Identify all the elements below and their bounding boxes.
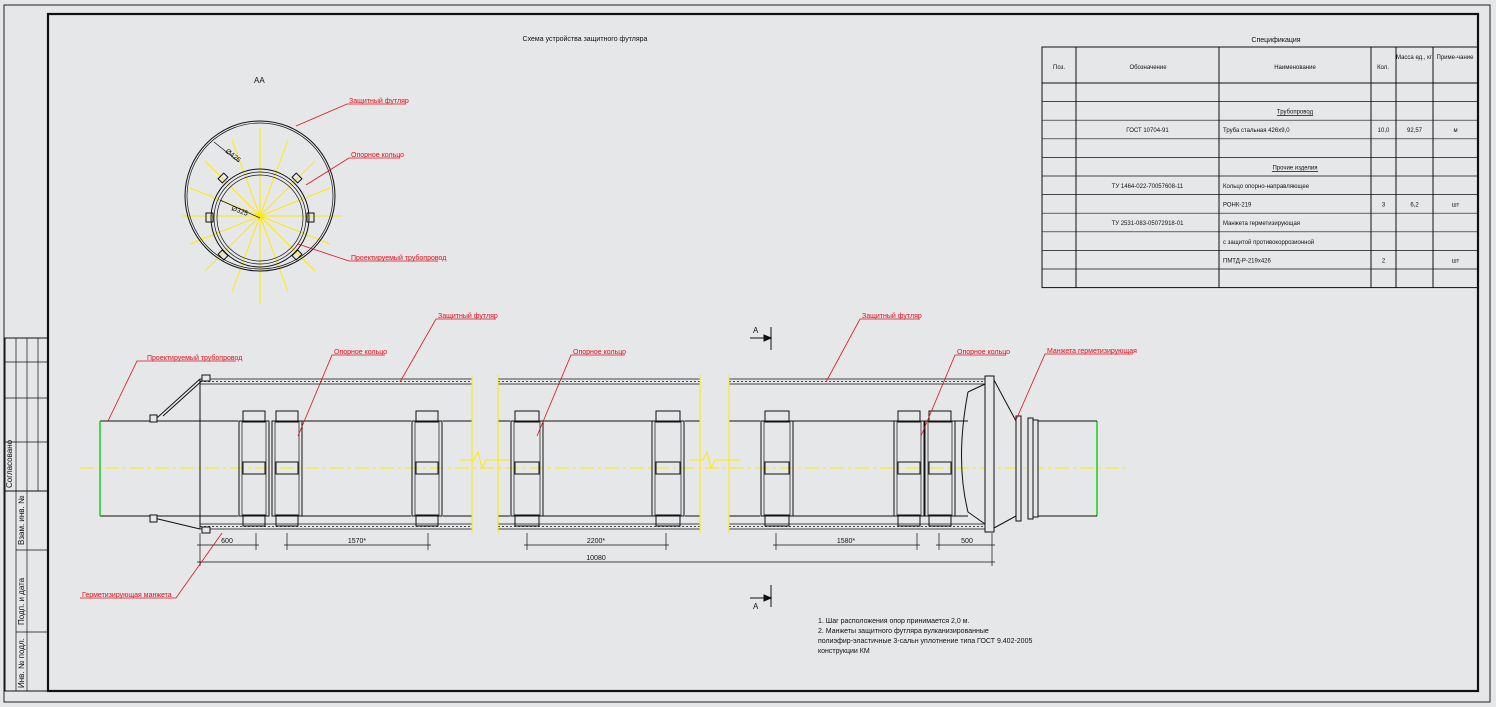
dim-outer-diameter: Ø426 bbox=[224, 148, 242, 164]
spec-row: ТУ 1464-022-70057608-11 Кольцо опорно-нап… bbox=[1112, 184, 1310, 190]
spec-cell: Труба стальная 426х9,0 bbox=[1223, 128, 1290, 134]
stamp-label-signature: Подп. и дата bbox=[17, 577, 26, 625]
section-label: АА bbox=[254, 76, 265, 85]
spec-cell: 3 bbox=[1382, 203, 1386, 209]
spec-cell: Трубопровод bbox=[1277, 110, 1314, 116]
callout-casing-2: Защитный футляр bbox=[862, 312, 922, 320]
spec-cell: 92,57 bbox=[1407, 128, 1423, 134]
spec-cell: Кольцо опорно-направляющее bbox=[1223, 184, 1310, 190]
callout-ring-3: Опорное кольцо bbox=[957, 349, 1010, 356]
spec-cell: ГОСТ 10704-91 bbox=[1126, 128, 1169, 134]
support-ring bbox=[510, 410, 544, 527]
spec-header-mass: Масса ед., кг bbox=[1396, 55, 1432, 61]
spec-header-name: Наименование bbox=[1274, 65, 1316, 71]
callout-section-casing: Защитный футляр bbox=[349, 97, 409, 105]
left-cuff bbox=[149, 374, 211, 534]
spec-row: ГОСТ 10704-91 Труба стальная 426х9,0 10,0 9… bbox=[1126, 128, 1457, 134]
spec-cell: ТУ 2531-083-05072918-01 bbox=[1112, 221, 1185, 227]
spec-cell: м bbox=[1453, 128, 1457, 134]
casing-inner-circle bbox=[186, 122, 334, 270]
spec-cell: шт bbox=[1452, 258, 1460, 264]
note-4: конструкции КМ bbox=[818, 648, 870, 655]
spec-header-designation: Обозначение bbox=[1129, 65, 1167, 71]
spec-row: Трубопровод bbox=[1276, 110, 1314, 116]
left-stamp: Согласовано Взам. инв. № Подп. и дата Ин… bbox=[4, 337, 49, 692]
dim-1570: 1570* bbox=[348, 538, 367, 545]
notes: 1. Шаг расположения опор принимается 2,0… bbox=[818, 618, 1032, 655]
spec-row: Прочие изделия bbox=[1271, 165, 1319, 172]
longitudinal-view: А А 600 1570* 2200 bbox=[80, 312, 1137, 611]
spec-cell: шт bbox=[1452, 203, 1460, 209]
note-1: 1. Шаг расположения опор принимается 2,0… bbox=[818, 618, 969, 625]
callout-section-pipeline: Проектируемый трубопровод bbox=[351, 254, 446, 262]
spec-header-pos: Поз. bbox=[1053, 65, 1065, 71]
spec-header-note: Приме-чание bbox=[1437, 55, 1474, 61]
stamp-label-replaced: Взам. инв. № bbox=[17, 495, 26, 545]
callout-pipeline: Проектируемый трубопровод bbox=[147, 354, 242, 362]
dim-500: 500 bbox=[961, 538, 973, 545]
spec-row: ПМТД-Р-219х426 2 шт bbox=[1223, 258, 1460, 264]
support-ring bbox=[651, 410, 685, 527]
support-ring bbox=[271, 410, 303, 527]
spec-cell: ТУ 1464-022-70057608-11 bbox=[1112, 184, 1184, 190]
spec-row: с защитой противокоррозионной bbox=[1223, 239, 1314, 246]
pipe-outer-circle bbox=[210, 168, 310, 268]
callout-section-ring: Опорное кольцо bbox=[351, 152, 404, 159]
dim-2200: 2200* bbox=[587, 538, 606, 545]
casing-segments bbox=[200, 378, 985, 530]
spec-row: РОНК-219 3 6,2 шт bbox=[1223, 203, 1460, 209]
spec-cell: 6,2 bbox=[1410, 203, 1419, 209]
spec-cell: с защитой противокоррозионной bbox=[1223, 239, 1314, 246]
section-mark-bottom: А bbox=[753, 602, 759, 611]
section-view: АА Ø426 Ø325 bbox=[182, 76, 446, 304]
dim-1580: 1580* bbox=[837, 538, 856, 545]
section-cut-top: А bbox=[750, 326, 773, 350]
support-ring bbox=[924, 410, 956, 527]
outer-frame bbox=[3, 4, 1491, 703]
callout-casing-1: Защитный футляр bbox=[438, 312, 498, 320]
support-ring bbox=[238, 410, 270, 527]
spec-header-qty: Кол. bbox=[1377, 65, 1389, 71]
spec-cell: ПМТД-Р-219х426 bbox=[1223, 258, 1272, 264]
callout-cuff-right: Манжета герметизирующая bbox=[1047, 348, 1137, 355]
spec-title: Спецификация bbox=[1251, 37, 1300, 44]
spec-cell: 2 bbox=[1382, 258, 1386, 264]
right-cuff bbox=[961, 375, 1039, 533]
stamp-label-agreed: Согласовано bbox=[5, 439, 14, 488]
support-ring bbox=[893, 410, 925, 527]
dim-total: 10080 bbox=[586, 555, 606, 562]
spec-table: Спецификация Поз. Обозначение Наименован… bbox=[1041, 37, 1479, 289]
pipe-wall-circle bbox=[216, 174, 304, 262]
support-ring bbox=[411, 410, 443, 527]
dimension-lines bbox=[197, 533, 995, 566]
spec-border bbox=[1041, 46, 1479, 289]
break-lines bbox=[460, 375, 740, 533]
casing-outer-circle bbox=[184, 120, 336, 272]
note-3: полиэфир-эластичные 3-сальн уплотнение т… bbox=[818, 638, 1032, 645]
section-cut-bottom: А bbox=[750, 585, 773, 611]
section-mark-top: А bbox=[753, 326, 759, 335]
callout-cuff-left: Герметизирующая манжета bbox=[82, 592, 172, 599]
spec-cell: РОНК-219 bbox=[1223, 203, 1252, 209]
callout-ring-1: Опорное кольцо bbox=[334, 349, 387, 356]
spec-cell: Манжета герметизирующая bbox=[1223, 221, 1300, 227]
note-2: 2. Манжеты защитного футляра вулканизиро… bbox=[818, 628, 989, 635]
drawing-title: Схема устройства защитного футляра bbox=[523, 35, 648, 43]
spec-row: ТУ 2531-083-05072918-01 Манжета герметизи… bbox=[1112, 221, 1300, 227]
inner-frame bbox=[46, 12, 1480, 693]
spec-cell: Прочие изделия bbox=[1272, 165, 1317, 171]
pipe-inner-circle bbox=[213, 171, 307, 265]
callout-ring-2: Опорное кольцо bbox=[573, 349, 626, 356]
spec-cell: 10,0 bbox=[1378, 128, 1390, 134]
spec-header-row: Поз. Обозначение Наименование Кол. Масса… bbox=[1053, 55, 1474, 71]
support-ring bbox=[760, 410, 794, 527]
stamp-label-inventory: Инв. № подл. bbox=[17, 638, 26, 688]
dim-600: 600 bbox=[221, 538, 233, 545]
